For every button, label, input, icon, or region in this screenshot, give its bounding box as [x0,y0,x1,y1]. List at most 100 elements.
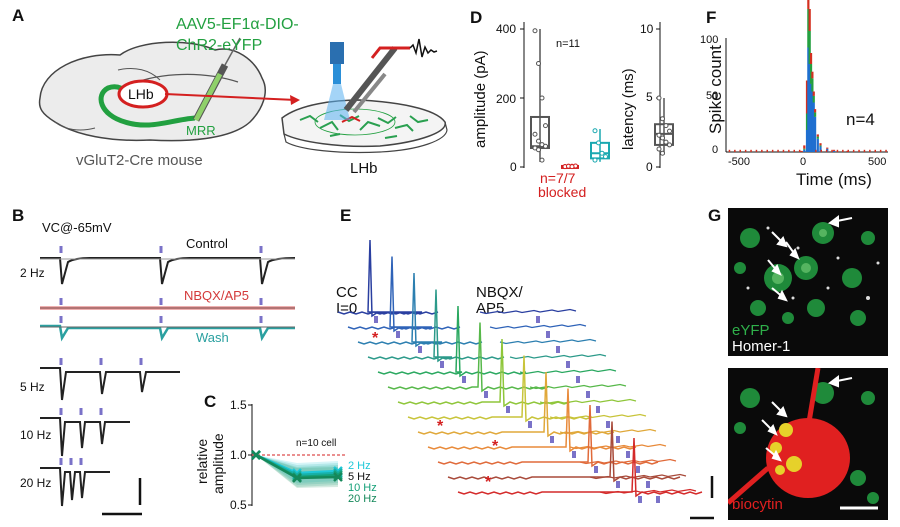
f-bar-0-5 [809,83,813,152]
f-bar-2-8 [814,109,817,113]
e-asterisk-3: * [485,474,492,491]
d-ytick-0: 0 [510,160,517,174]
panel-d: D amplitude (pA) 400 200 0 n=11 n=7/7 bl… [470,0,680,200]
c-legend-20hz: 20 Hz [348,493,377,505]
c-point-3-0 [251,450,261,460]
e-stim-cc-1 [396,331,400,338]
d-lat-point-1 [660,116,665,122]
e-stim-cc-7 [528,421,532,428]
e-stim-cc-6 [506,406,510,413]
f-bg-bar [739,149,741,152]
panel-label-b: B [12,206,25,225]
d-lat-point-0 [656,95,662,101]
c-ncell: n=10 cell [296,438,337,449]
f-bg-bar [874,149,876,152]
panel-f: F Spike count 100 50 0 -500 0 500 Time (… [696,0,900,200]
f-bg-bar [793,149,795,152]
d-lat-point-3 [667,128,672,134]
f-bar-1-6 [811,78,814,92]
c-point-3-2 [333,472,343,482]
e-stim-cc-9 [572,451,576,458]
e-cc-trace-0 [337,239,439,318]
panel-g: G eYFP [700,200,900,527]
e-cc-trace-11 [447,421,681,483]
e-nbqx-trace-6 [539,398,637,405]
panel-label-d: D [470,8,483,27]
e-voltage-traces: **** [337,239,714,520]
e-asterisk-1: * [437,418,444,435]
e-nbqx-trace-3 [509,353,607,360]
f-bg-bar [766,149,768,152]
e-stim-cc-0 [374,316,378,323]
f-bar-2-2 [805,80,809,114]
d-lat-point-8 [656,146,662,152]
f-bg-bar [836,149,839,152]
d-lat-tick-10: 10 [640,22,654,36]
f-bar-0-1 [803,149,806,152]
f-bg-bar [815,149,817,152]
d-point-2-0 [592,128,598,134]
d-point-0-7 [543,143,548,149]
f-xtick-neg500: -500 [728,156,751,168]
e-nbqx-trace-12 [599,488,697,495]
panel-label-e: E [340,206,352,225]
f-bg-bar [858,149,860,152]
d-ytick-400: 400 [496,22,517,36]
e-stim-nbqx-6 [596,406,600,413]
g-image-bottom: biocytin [728,368,888,520]
g-confocal-top [734,215,880,326]
d-point-2-3 [603,154,608,160]
c-legend-10hz: 10 Hz [348,482,377,494]
e-cc-1: CC [336,284,358,301]
e-stim-cc-5 [484,391,488,398]
c-ytick-15: 1.5 [230,398,247,412]
f-bg-bar [842,149,844,152]
e-stim-nbqx-7 [606,421,610,428]
g-image-top: eYFP Homer-1 [728,208,888,356]
d-point-1-6 [569,164,575,170]
e-nbqx-trace-0 [479,308,577,315]
freq-5hz: 5 Hz [20,380,45,394]
f-bar-2-11 [826,147,829,149]
e-stim-cc-8 [550,436,554,443]
nbqx-label: NBQX/AP5 [184,288,250,303]
d-point-0-0 [532,28,538,34]
d-point-0-1 [536,61,541,66]
f-bar-0-9 [816,138,819,152]
wash-label: Wash [196,330,229,345]
freq-20hz: 20 Hz [20,476,52,490]
f-bg-bar [771,149,774,152]
f-bg-bar [869,149,871,152]
panel-label-c: C [204,392,217,411]
e-asterisk-0: * [372,330,379,347]
f-bar-1-4 [808,31,811,64]
virus-label-1: AAV5-EF1α-DIO- [176,16,299,33]
d-blocked-1: n=7/7 [540,170,576,186]
f-bar-1-1 [803,148,806,150]
c-legend-5hz: 5 Hz [348,471,371,483]
f-bg-bar [852,149,855,152]
e-stim-nbqx-0 [536,316,540,323]
control-label: Control [186,236,228,251]
f-bar-0-6 [811,91,814,152]
e-stim-cc-2 [418,346,422,353]
d-point-0-2 [539,95,545,101]
f-ytick-50: 50 [706,90,719,102]
e-nbqx-trace-4 [519,368,617,375]
e-cc-trace-12 [457,437,703,498]
f-bg-bar [755,149,758,152]
panel-c: C relative amplitude 1.5 1.0 0.5 n=10 ce… [194,390,377,527]
d-lat-point-2 [663,123,669,129]
e-nbqx-trace-11 [589,473,687,480]
virus-label-2: ChR2-eYFP [176,37,263,54]
f-bar-2-4 [808,9,811,31]
e-cc-trace-9 [427,388,637,453]
e-nbqx-trace-9 [569,443,667,450]
brain-schematic [38,37,448,154]
c-legend-2hz: 2 Hz [348,460,371,472]
f-bar-2-6 [811,71,814,79]
f-bg-bar [782,149,785,152]
d-point-2-2 [599,150,605,156]
panel-e: E CC I=0 NBQX/ AP5 **** [300,200,720,527]
f-bar-0-12 [832,150,836,152]
